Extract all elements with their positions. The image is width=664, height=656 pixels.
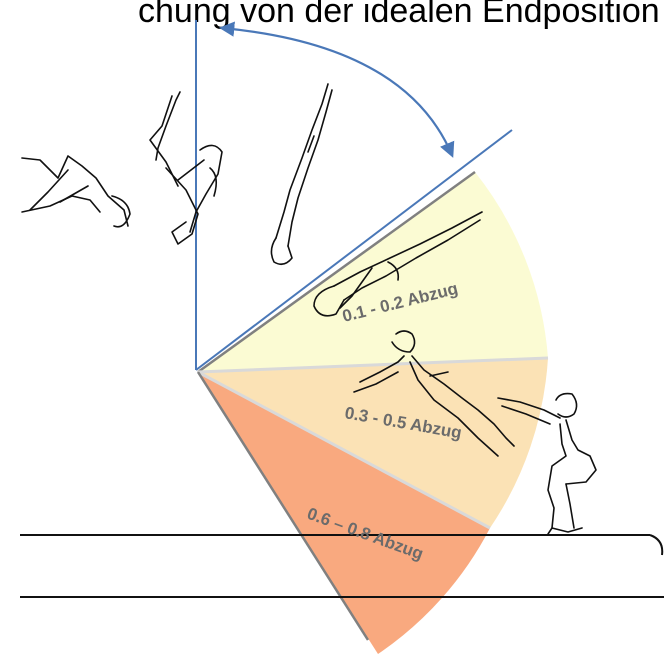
diagonal-reference-line (195, 129, 513, 371)
zone-top-edge (197, 170, 476, 374)
zone-divider-1 (197, 356, 549, 374)
zone-divider-2 (197, 370, 491, 530)
zone-medium-deduction (198, 358, 548, 528)
diving-gymnast-icon (313, 211, 483, 317)
range-arc-arrow (218, 21, 455, 158)
tucked-gymnast-icon (21, 155, 131, 228)
zone-slight-deduction (198, 172, 548, 372)
landing-gymnast-icon (497, 392, 597, 535)
inverted-gymnast-icon (270, 83, 333, 266)
page-title: chung von der idealen Endposition (138, 0, 660, 30)
zone-bottom-edge (196, 371, 370, 641)
arched-gymnast-icon (353, 330, 515, 457)
rotating-gymnast-icon (149, 91, 223, 245)
balance-beam (20, 534, 664, 598)
zone-large-deduction (198, 372, 490, 654)
